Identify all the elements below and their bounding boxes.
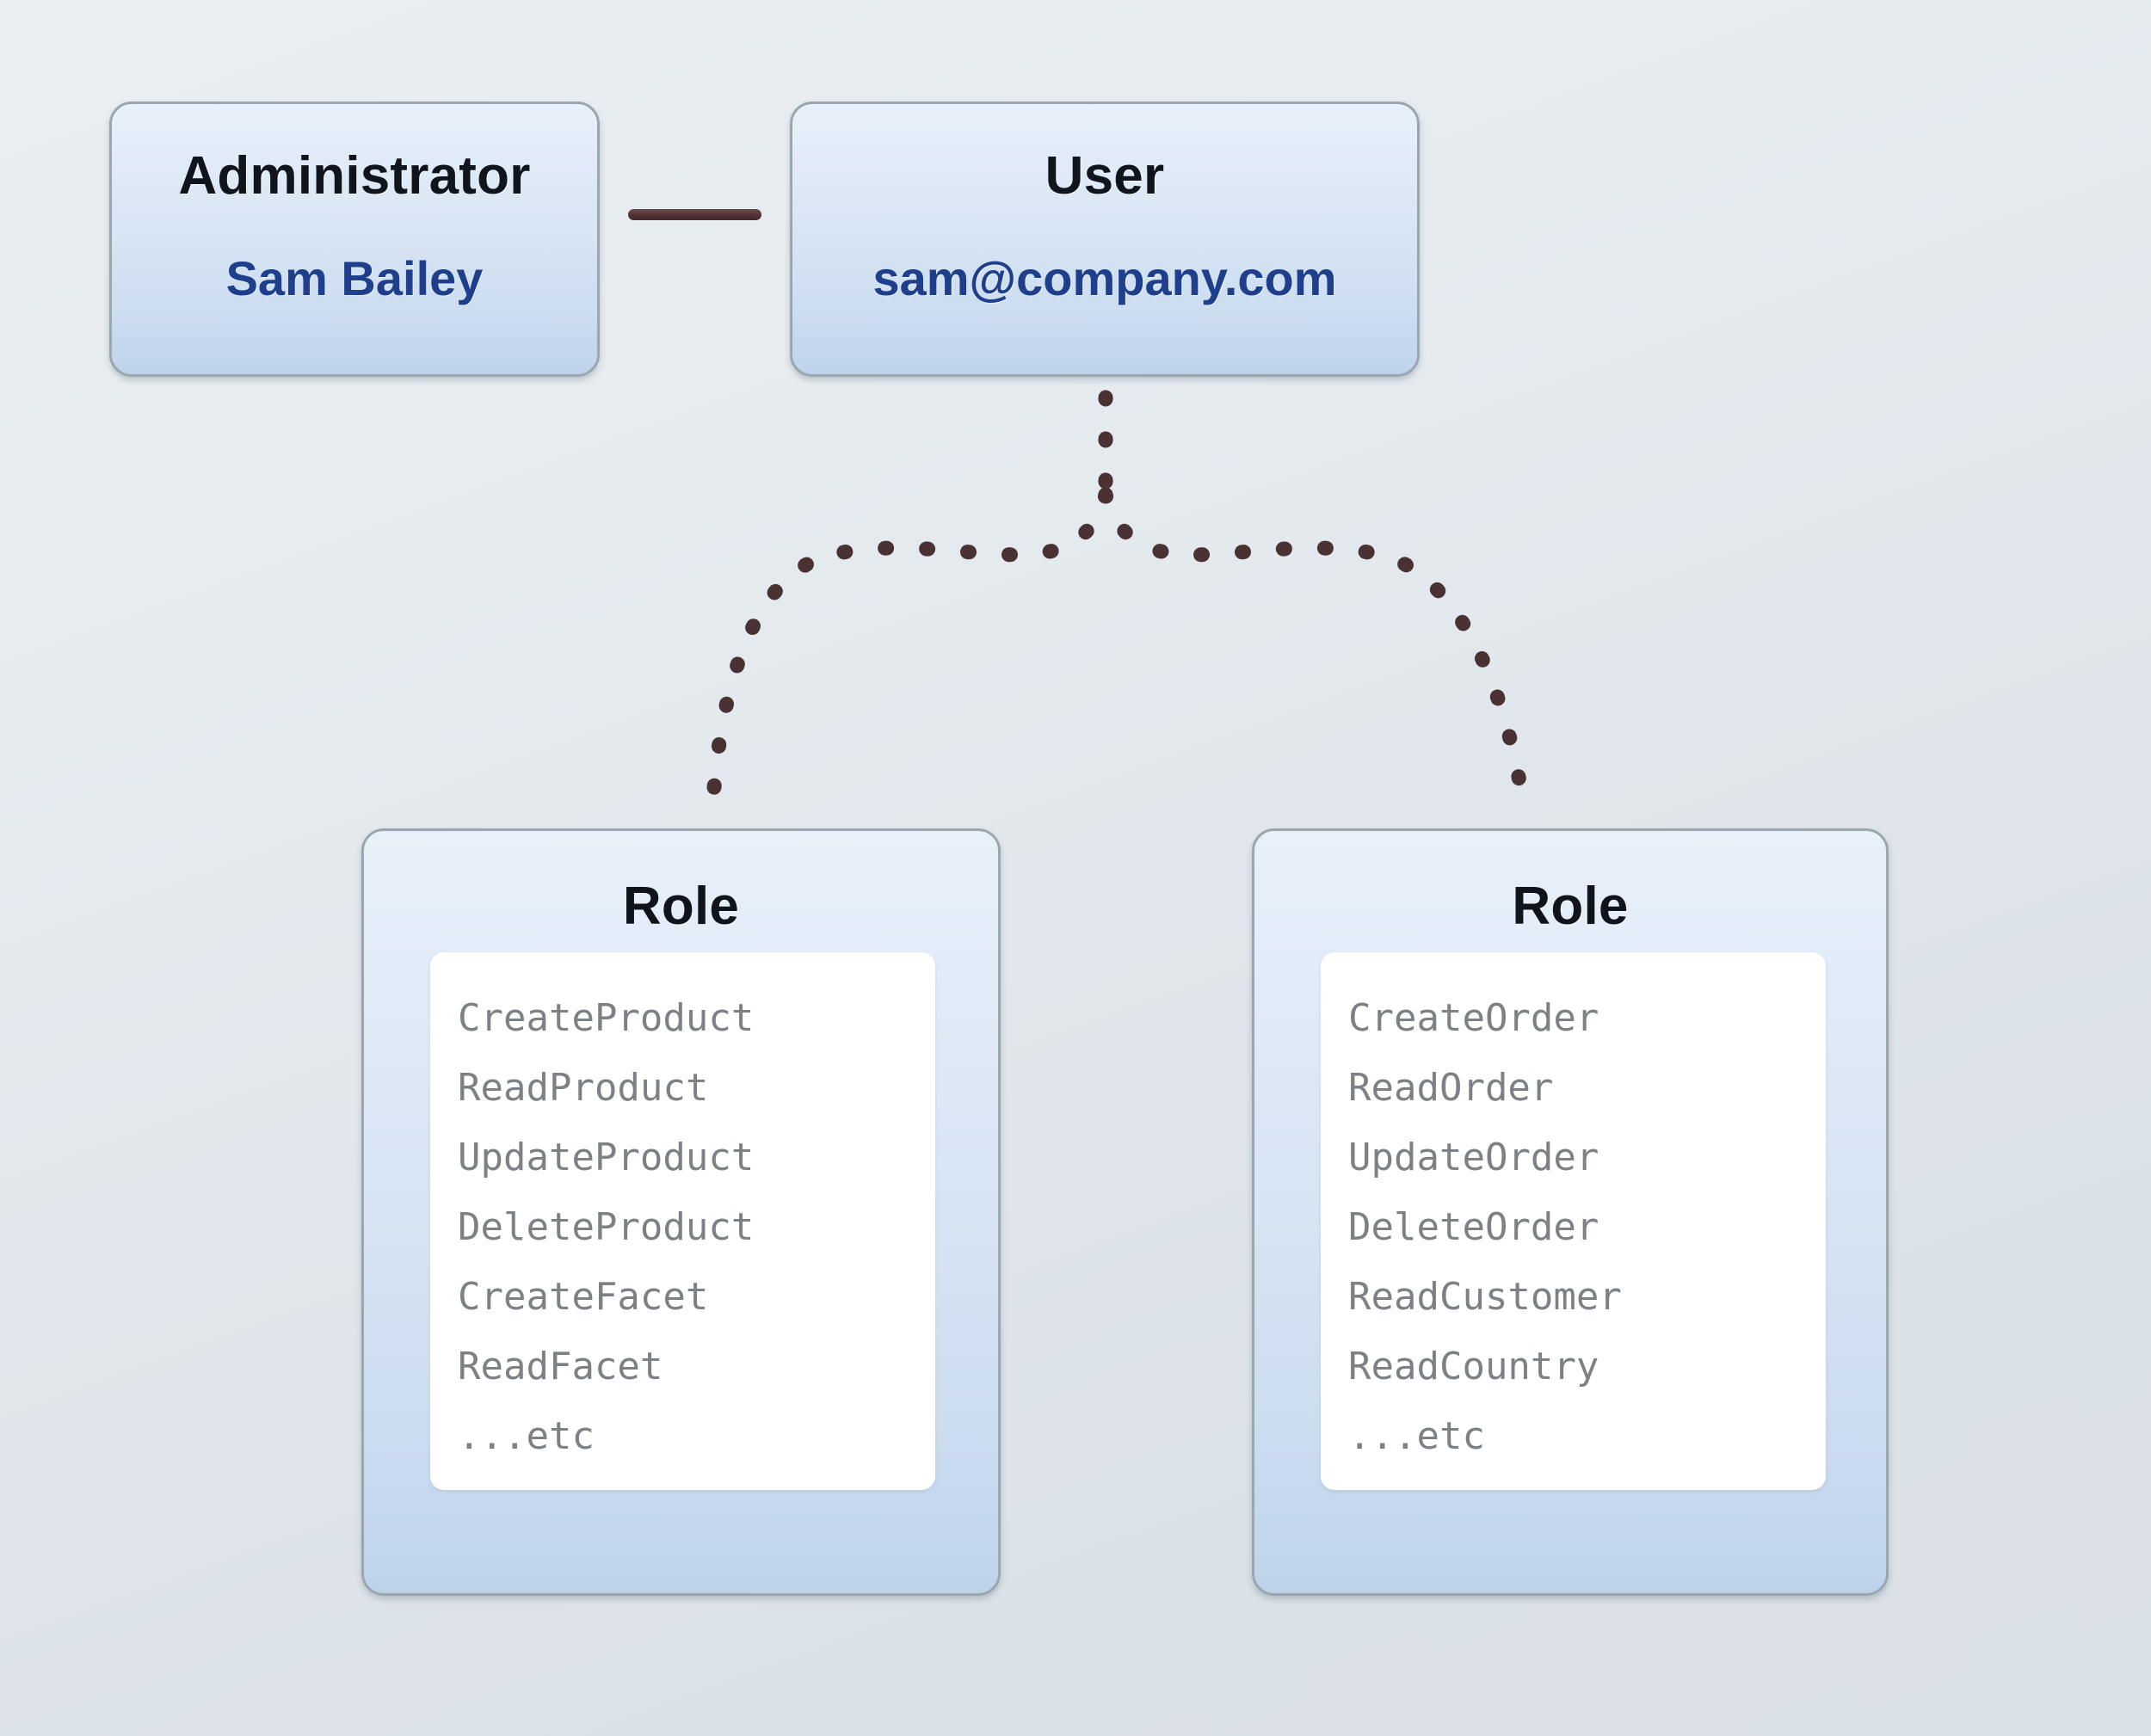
administrator-node[interactable]: Administrator Sam Bailey bbox=[109, 102, 600, 377]
role-catalog-permission-panel: CreateProduct ReadProduct UpdateProduct … bbox=[430, 952, 935, 1490]
permission-item: UpdateOrder bbox=[1348, 1136, 1599, 1179]
role-order-manager-node[interactable]: Role Order Manager CreateOrder ReadOrder… bbox=[1252, 828, 1889, 1596]
permission-item: ReadFacet bbox=[458, 1345, 663, 1388]
permission-item: DeleteProduct bbox=[458, 1205, 755, 1249]
permission-item: DeleteOrder bbox=[1348, 1205, 1599, 1249]
permission-item: ...etc bbox=[1348, 1414, 1485, 1458]
administrator-name: Sam Bailey bbox=[225, 251, 484, 305]
user-title: User bbox=[1045, 146, 1165, 206]
permission-item: CreateFacet bbox=[458, 1275, 709, 1319]
permission-item: ReadProduct bbox=[458, 1066, 709, 1110]
user-node[interactable]: User sam@company.com bbox=[790, 102, 1420, 377]
permission-item: UpdateProduct bbox=[458, 1136, 755, 1179]
role-catalog-title: Role bbox=[622, 877, 740, 936]
permission-item: CreateProduct bbox=[458, 996, 755, 1040]
permission-item: ReadCountry bbox=[1348, 1345, 1599, 1388]
role-order-title: Role bbox=[1512, 877, 1629, 936]
administrator-title: Administrator bbox=[178, 146, 531, 206]
user-to-order-role-dotted-line bbox=[1098, 487, 1532, 821]
user-email: sam@company.com bbox=[872, 251, 1337, 305]
user-to-catalog-role-dotted-line bbox=[705, 487, 1113, 821]
permission-item: CreateOrder bbox=[1348, 996, 1599, 1040]
permission-item: ...etc bbox=[458, 1414, 595, 1458]
permission-item: ReadCustomer bbox=[1348, 1275, 1622, 1319]
permission-item: ReadOrder bbox=[1348, 1066, 1554, 1110]
administrator-user-link bbox=[628, 209, 761, 220]
role-order-permission-panel: CreateOrder ReadOrder UpdateOrder Delete… bbox=[1321, 952, 1826, 1490]
role-catalog-manager-node[interactable]: Role Catalog Manager CreateProduct ReadP… bbox=[361, 828, 1001, 1596]
